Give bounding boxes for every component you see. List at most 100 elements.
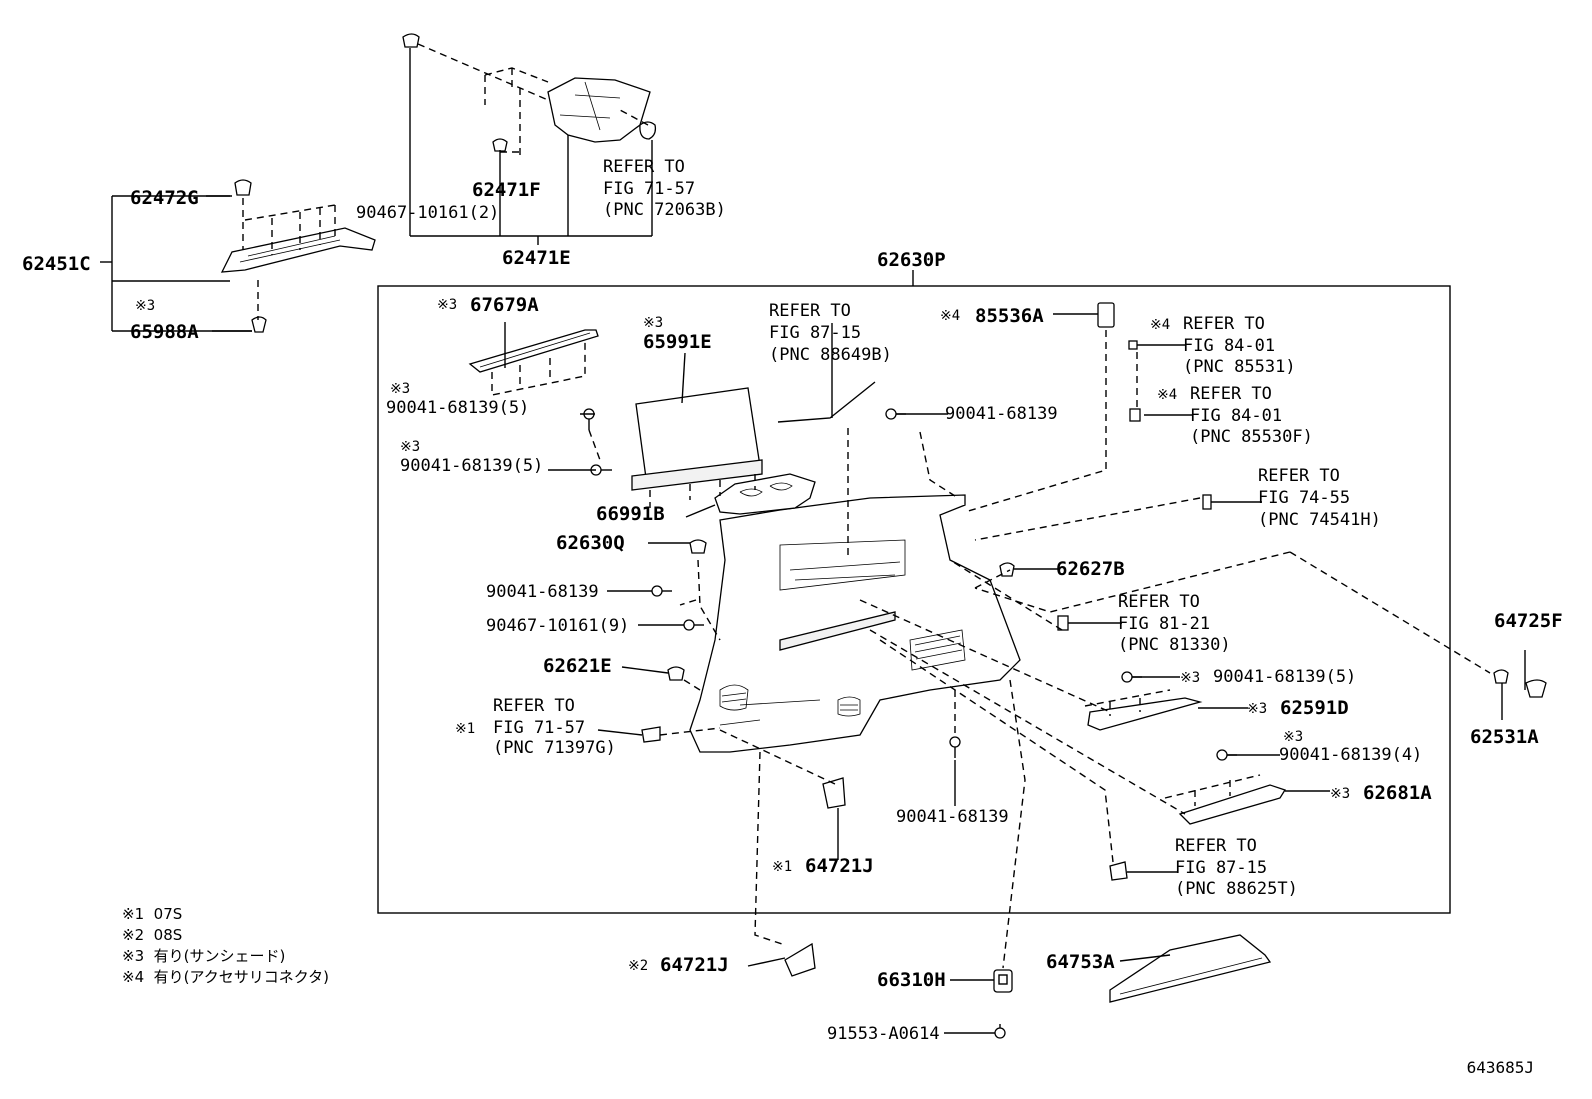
connector-71397G-icon bbox=[641, 726, 661, 743]
label-62591D: 62591D bbox=[1280, 697, 1349, 719]
connector-85530F-icon bbox=[1129, 408, 1141, 422]
clip-62472G-icon bbox=[234, 179, 252, 196]
connector-74541H-icon bbox=[1202, 494, 1212, 510]
wire-harness-88649B bbox=[777, 381, 876, 423]
upper-pillar-garnish-group bbox=[402, 33, 657, 245]
label-62627B: 62627B bbox=[1056, 558, 1125, 580]
clip-62627B-icon bbox=[999, 562, 1015, 577]
ref-7157-line1: REFER TO bbox=[603, 157, 685, 177]
ref-8715a-line3: (PNC 88649B) bbox=[769, 345, 892, 365]
clip-62531A-icon bbox=[1493, 669, 1509, 684]
label-66991B: 66991B bbox=[596, 503, 665, 525]
screw-icon bbox=[885, 408, 897, 420]
label-64753A: 64753A bbox=[1046, 951, 1115, 973]
part-labels: 62472G 62451C ※3 65988A 62471F 90467-101… bbox=[22, 157, 1563, 1044]
screw-icon bbox=[1121, 671, 1133, 683]
label-90041-b: 90041-68139(5) bbox=[400, 456, 543, 476]
screw-icon bbox=[994, 1027, 1006, 1039]
label-62471F: 62471F bbox=[472, 179, 541, 201]
legend-mark: ※4 bbox=[122, 968, 145, 986]
ref-8715a-line2: FIG 87-15 bbox=[769, 323, 861, 343]
legend-item: ※4 有り(アクセサリコネクタ) bbox=[122, 967, 329, 988]
ref-7157b-line3: (PNC 71397G) bbox=[493, 738, 616, 758]
label-90041-c: 90041-68139 bbox=[945, 404, 1058, 424]
pillar-garnish-part bbox=[547, 77, 651, 143]
legend-mark: ※1 bbox=[122, 905, 145, 923]
ref-8401b-line2: FIG 84-01 bbox=[1190, 406, 1282, 426]
clip-65988A-icon bbox=[251, 316, 267, 333]
label-90041-g: 90041-68139 bbox=[896, 807, 1009, 827]
scuff-64753A bbox=[1109, 934, 1272, 1003]
ref-7455-line2: FIG 74-55 bbox=[1258, 488, 1350, 508]
ref-7157b-line2: FIG 71-57 bbox=[493, 718, 585, 738]
note-ref-8401b: ※4 bbox=[1157, 387, 1177, 403]
clip-62471-icon bbox=[639, 121, 657, 140]
note-65988A: ※3 bbox=[135, 298, 155, 314]
label-62681A: 62681A bbox=[1363, 782, 1432, 804]
connector-85531-icon bbox=[1128, 340, 1138, 350]
label-65988A: 65988A bbox=[130, 321, 199, 343]
label-62471E: 62471E bbox=[502, 247, 571, 269]
note-ref-7157b: ※1 bbox=[455, 721, 475, 737]
note-85536A: ※4 bbox=[940, 308, 960, 324]
ref-8401b-line1: REFER TO bbox=[1190, 384, 1272, 404]
label-85536A: 85536A bbox=[975, 305, 1044, 327]
note-62681A: ※3 bbox=[1330, 786, 1350, 802]
socket-85536A bbox=[1097, 302, 1115, 328]
screw-icon bbox=[949, 736, 961, 748]
label-90467-10161-9: 90467-10161(9) bbox=[486, 616, 629, 636]
group-frame-62630P bbox=[377, 285, 1451, 914]
note-ref-8401a: ※4 bbox=[1150, 317, 1170, 333]
scuff-plate-part bbox=[220, 227, 376, 273]
diagram-code: 643685J bbox=[1466, 1058, 1534, 1077]
clip-62621E-icon bbox=[667, 666, 685, 681]
front-scuff-plate-group bbox=[100, 179, 376, 333]
label-62621E: 62621E bbox=[543, 655, 612, 677]
label-62630Q: 62630Q bbox=[556, 532, 625, 554]
screw-icon bbox=[651, 585, 663, 597]
label-62531A: 62531A bbox=[1470, 726, 1539, 748]
legend-item: ※2 08S bbox=[122, 925, 329, 946]
note-90041-f: ※3 bbox=[1283, 729, 1303, 745]
garnish-62681A bbox=[1178, 784, 1286, 825]
console-tray-66991B bbox=[714, 473, 816, 515]
hook-66310H bbox=[993, 969, 1013, 993]
label-91553-A0614: 91553-A0614 bbox=[827, 1024, 940, 1044]
label-64721J-2: 64721J bbox=[660, 954, 729, 976]
ref-8401b-line3: (PNC 85530F) bbox=[1190, 427, 1313, 447]
label-90041-e: 90041-68139(5) bbox=[1213, 667, 1356, 687]
ref-8715b-line1: REFER TO bbox=[1175, 836, 1257, 856]
label-62630P: 62630P bbox=[877, 249, 946, 271]
ref-7157b-line1: REFER TO bbox=[493, 696, 575, 716]
note-90041-a: ※3 bbox=[390, 381, 410, 397]
ref-8401a-line3: (PNC 85531) bbox=[1183, 357, 1296, 377]
ref-8121-line1: REFER TO bbox=[1118, 592, 1200, 612]
label-64725F: 64725F bbox=[1494, 610, 1563, 632]
note-64721J-1: ※1 bbox=[772, 859, 792, 875]
clip-62630Q-icon bbox=[689, 539, 707, 554]
note-64721J-2: ※2 bbox=[628, 958, 648, 974]
vent-grille-right bbox=[909, 629, 966, 671]
legend-text: 有り(サンシェード) bbox=[153, 947, 286, 965]
label-90041-f: 90041-68139(4) bbox=[1279, 745, 1422, 765]
note-90041-e: ※3 bbox=[1180, 670, 1200, 686]
vent-grille-left bbox=[719, 684, 749, 711]
label-64721J-1: 64721J bbox=[805, 855, 874, 877]
legend-item: ※1 07S bbox=[122, 904, 329, 925]
note-90041-b: ※3 bbox=[400, 439, 420, 455]
connector-88625T-icon bbox=[1109, 861, 1128, 881]
label-90041-d: 90041-68139 bbox=[486, 582, 599, 602]
ref-7455-line3: (PNC 74541H) bbox=[1258, 510, 1381, 530]
footnote-legend: ※1 07S ※2 08S ※3 有り(サンシェード) ※4 有り(アクセサリコ… bbox=[122, 904, 329, 988]
ref-8715b-line2: FIG 87-15 bbox=[1175, 858, 1267, 878]
ref-7157-line3: (PNC 72063B) bbox=[603, 200, 726, 220]
clip-64725F-icon bbox=[1525, 679, 1547, 698]
note-65991E: ※3 bbox=[643, 315, 663, 331]
note-67679A: ※3 bbox=[437, 297, 457, 313]
label-66310H: 66310H bbox=[877, 969, 946, 991]
label-65991E: 65991E bbox=[643, 331, 712, 353]
ref-8715b-line3: (PNC 88625T) bbox=[1175, 879, 1298, 899]
quarter-trim-panel-group bbox=[206, 195, 1547, 1039]
ref-8121-line3: (PNC 81330) bbox=[1118, 635, 1231, 655]
